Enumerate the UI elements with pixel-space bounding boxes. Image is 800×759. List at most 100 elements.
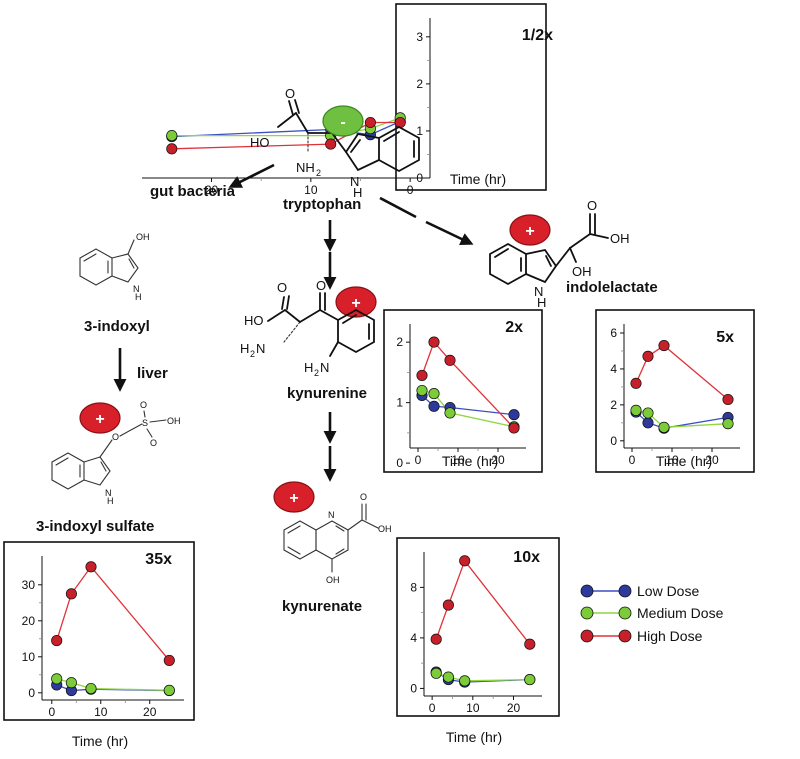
svg-text:OH: OH xyxy=(378,524,392,534)
indoxyl-sulfate-structure: O S O O OH NH xyxy=(51,400,181,506)
tryptophan-label: tryptophan xyxy=(283,196,361,213)
svg-text:H: H xyxy=(135,292,142,302)
y-tick-label: 1 xyxy=(416,124,423,138)
data-point-medium xyxy=(65,677,77,689)
data-point-low xyxy=(642,417,654,429)
data-point-medium xyxy=(163,684,175,696)
legend: Low Dose Medium Dose High Dose xyxy=(580,583,724,644)
chart-title: 10x xyxy=(513,549,540,566)
data-point-medium xyxy=(459,675,471,687)
svg-text:OH: OH xyxy=(610,231,630,246)
indoxyl-sulfate-label: 3-indoxyl sulfate xyxy=(36,518,154,535)
kynurenate-label: kynurenate xyxy=(282,598,362,615)
data-point-medium xyxy=(428,388,440,400)
x-tick-label: 0 xyxy=(415,453,422,467)
svg-text:O: O xyxy=(277,280,287,295)
data-point-medium xyxy=(722,418,734,430)
plus-sign: + xyxy=(525,223,534,240)
y-tick-label: 0 xyxy=(410,681,417,695)
svg-text:H: H xyxy=(537,295,546,310)
data-point-high xyxy=(642,350,654,362)
series-line-high xyxy=(435,559,531,645)
kynurenate-structure: N O OH OH xyxy=(283,492,392,585)
data-point-high xyxy=(325,138,337,150)
y-tick-label: 4 xyxy=(410,631,417,645)
plus-badge-kynurenine: + xyxy=(335,286,377,318)
data-point-high xyxy=(524,638,536,650)
data-point-high xyxy=(51,635,63,647)
svg-text:N: N xyxy=(105,488,112,498)
legend-high-dose: High Dose xyxy=(580,628,703,644)
indolelactate-label: indolelactate xyxy=(566,279,658,296)
chart-title: 5x xyxy=(716,329,734,346)
data-point-high xyxy=(85,561,97,573)
chart-title: 35x xyxy=(145,551,172,568)
svg-text:O: O xyxy=(112,432,119,442)
x-tick-label: 20 xyxy=(507,701,521,715)
y-tick-label: 2 xyxy=(610,398,617,412)
x-tick-label: 20 xyxy=(143,705,157,719)
gut-bacteria-label: gut bacteria xyxy=(150,183,236,200)
data-point-high xyxy=(394,116,406,129)
x-axis-label: Time (hr) xyxy=(656,453,712,469)
svg-text:O: O xyxy=(150,438,157,448)
data-point-low xyxy=(508,409,520,421)
svg-text:H: H xyxy=(240,341,249,356)
series-line-medium xyxy=(421,389,515,428)
svg-text:HO: HO xyxy=(250,135,270,150)
svg-text:2: 2 xyxy=(314,368,319,378)
svg-text:NH: NH xyxy=(296,160,315,175)
data-point-low xyxy=(428,400,440,412)
svg-text:OH: OH xyxy=(136,232,150,242)
svg-text:HO: HO xyxy=(244,313,264,328)
legend-medium-label: Medium Dose xyxy=(637,605,724,621)
data-point-high xyxy=(428,336,440,348)
series-line-medium xyxy=(635,409,729,428)
arrow-to-indolelactate-2 xyxy=(425,220,474,245)
data-point-high xyxy=(163,654,175,666)
y-tick-label: 8 xyxy=(410,580,417,594)
data-point-medium xyxy=(51,673,63,685)
liver-label: liver xyxy=(137,365,168,382)
x-axis-label: Time (hr) xyxy=(442,453,498,469)
chart-frame xyxy=(595,309,755,473)
x-tick-label: 0 xyxy=(629,453,636,467)
data-point-medium xyxy=(442,671,454,683)
svg-text:H: H xyxy=(107,496,114,506)
data-point-medium xyxy=(85,682,97,695)
arrow-to-gut-bacteria xyxy=(228,163,275,188)
svg-text:2: 2 xyxy=(316,168,321,178)
legend-low-dose: Low Dose xyxy=(580,583,699,599)
plus-sign: + xyxy=(351,295,360,312)
y-tick-label: 30 xyxy=(22,578,36,592)
data-point-high xyxy=(416,369,428,381)
series-line-high xyxy=(421,340,515,429)
plus-badge-indolelactate: + xyxy=(509,214,551,246)
data-point-high xyxy=(722,393,734,406)
data-point-medium xyxy=(430,667,442,679)
y-tick-label: 20 xyxy=(22,614,36,628)
indoxyl-label: 3-indoxyl xyxy=(84,318,150,335)
x-tick-label: 10 xyxy=(665,453,679,467)
data-point-medium xyxy=(166,130,178,142)
data-point-high xyxy=(65,588,77,600)
svg-text:O: O xyxy=(587,198,597,213)
data-point-medium xyxy=(658,421,670,433)
svg-text:O: O xyxy=(316,278,326,293)
x-tick-label: 20 xyxy=(491,453,505,467)
indoxyl-structure: OH NH xyxy=(79,232,150,302)
x-axis-label: Time (hr) xyxy=(450,171,506,187)
svg-text:H: H xyxy=(304,360,313,375)
svg-text:OH: OH xyxy=(572,264,592,279)
x-tick-label: 0 xyxy=(429,701,436,715)
y-tick-label: 0 xyxy=(416,171,423,185)
decrease-badge: - xyxy=(322,105,364,137)
svg-text:N: N xyxy=(534,284,543,299)
series-line-low xyxy=(635,411,729,429)
svg-text:N: N xyxy=(350,174,359,189)
y-tick-label: 4 xyxy=(610,362,617,376)
